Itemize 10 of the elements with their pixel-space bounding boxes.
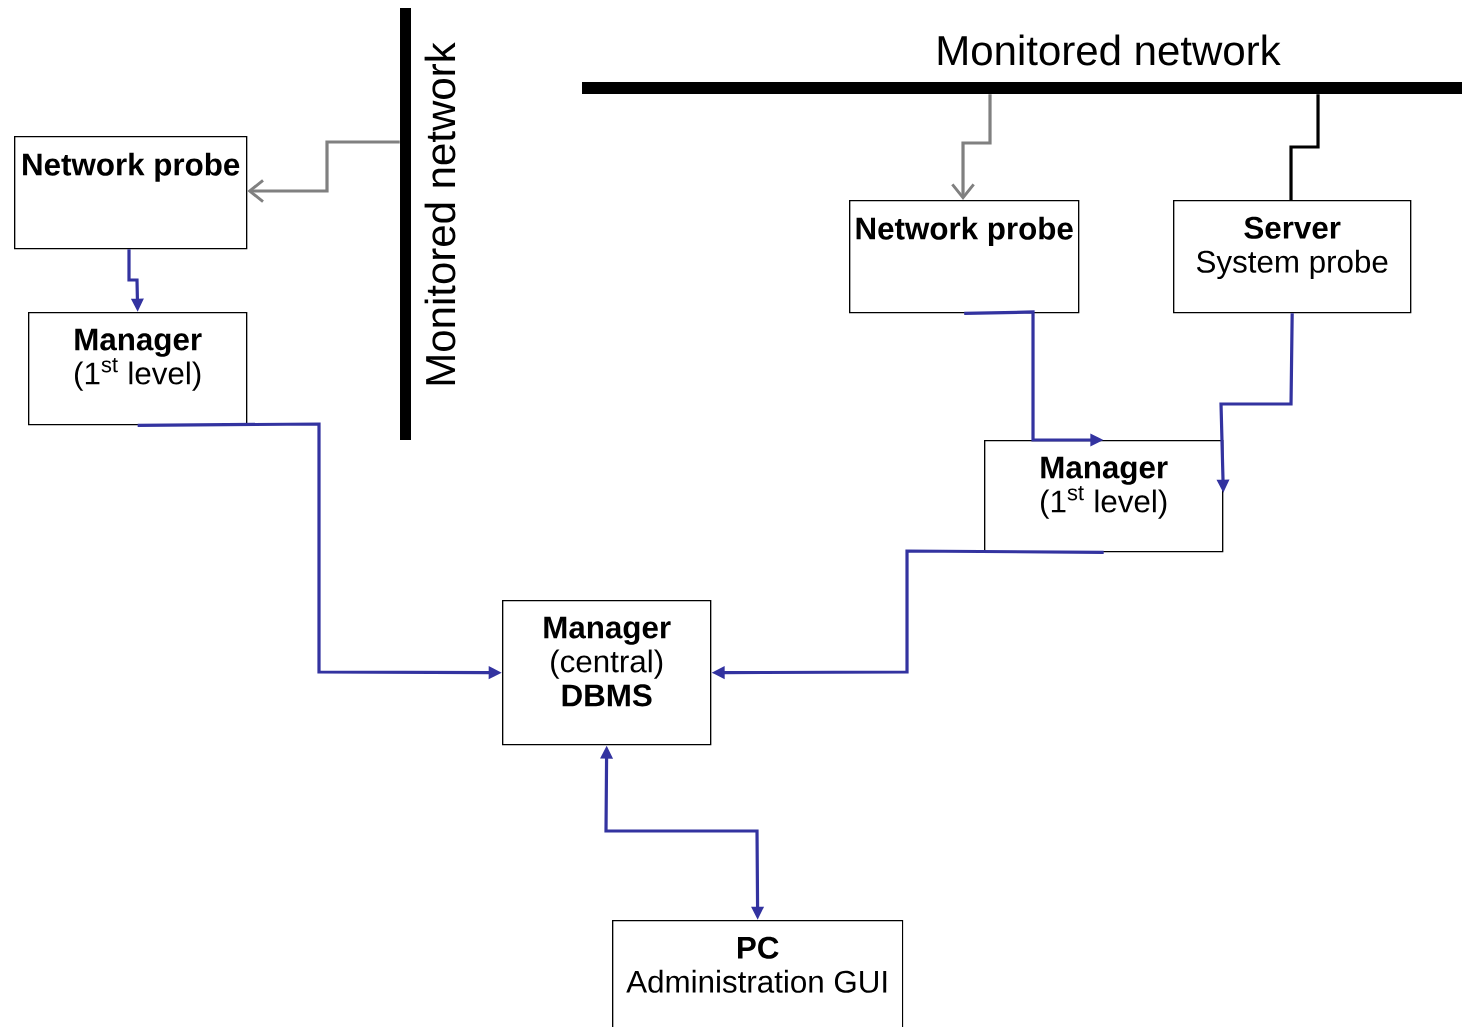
- arrow: [247, 140, 400, 203]
- process-box: Server System probe: [1173, 200, 1412, 314]
- bus-label: Monitored network: [424, 42, 456, 385]
- process-box: PC Administration GUI: [612, 920, 904, 1027]
- process-box: Network probe: [849, 200, 1080, 314]
- bus-label: Monitored network: [938, 34, 1281, 66]
- process-box: Network probe: [14, 136, 248, 250]
- process-box: Manager (1$^{st}$ level): [28, 312, 248, 426]
- process-box: Manager (central) DBMS: [502, 600, 712, 746]
- arrow: [951, 94, 992, 200]
